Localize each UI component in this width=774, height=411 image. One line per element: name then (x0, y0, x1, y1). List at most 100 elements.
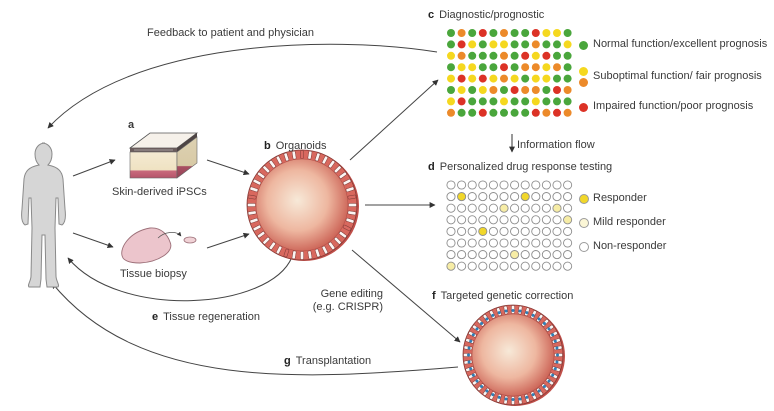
drug-well (531, 261, 541, 271)
diagnostic-well (542, 86, 551, 94)
diagnostic-well (510, 51, 519, 60)
diagnostic-dot-grid (447, 29, 572, 117)
drug-well (520, 203, 530, 213)
diagnostic-well (478, 51, 487, 60)
organoid-cell (342, 224, 352, 232)
diagnostic-well (531, 97, 540, 106)
drug-well (457, 226, 467, 236)
drug-well (510, 192, 520, 202)
diagnostic-well (521, 63, 530, 72)
diagnostic-well (468, 63, 477, 72)
drug-well (531, 192, 541, 202)
legend-swatch (579, 103, 588, 112)
diagnostic-well (563, 63, 572, 72)
diagnostic-well (542, 40, 551, 49)
organoid-cell (314, 152, 321, 162)
drug-well (499, 203, 509, 213)
organoid-to-diagnostic-arrow (349, 79, 439, 161)
drug-well (552, 203, 562, 213)
diagnostic-well (468, 51, 477, 60)
organoid-cell (247, 203, 256, 207)
diagnostic-well (468, 108, 477, 117)
transplantation-label: Transplantation (295, 355, 372, 367)
diagnostic-well (542, 108, 551, 117)
organoid-cell (328, 241, 336, 250)
drug-well (531, 180, 541, 190)
drug-well (446, 192, 456, 202)
diagnostic-well (563, 86, 572, 94)
diagnostic-well (489, 51, 498, 60)
diagnostic-well (563, 97, 572, 106)
organoid-cell (262, 165, 271, 174)
drug-well (457, 238, 467, 248)
diagnostic-well (447, 108, 455, 117)
drug-well (457, 215, 467, 225)
diagnostic-title: Diagnostic/prognostic (439, 9, 545, 21)
organoid-cell (333, 165, 342, 174)
diagnostic-well (457, 97, 466, 106)
drug-well (552, 215, 562, 225)
legend-swatch (579, 67, 588, 76)
drug-well (478, 238, 488, 248)
organoid-cell (249, 217, 259, 224)
organoid-cell (291, 150, 297, 160)
diagnostic-well (510, 29, 519, 37)
drug-well (478, 226, 488, 236)
diagnostic-well (510, 74, 519, 83)
diagnostic-well (553, 51, 561, 60)
organoid-cell (257, 231, 266, 239)
diagnostic-well (447, 40, 455, 49)
drug-well (520, 250, 530, 260)
organoid-cell (342, 178, 352, 186)
drug-well (478, 215, 488, 225)
drug-well (457, 180, 467, 190)
tissue-biopsy-label: Tissue biopsy (120, 268, 187, 280)
legend-label: Non-responder (593, 240, 667, 252)
diagnostic-well (478, 74, 487, 83)
diagnostic-well (521, 108, 530, 117)
diagnostic-well (500, 86, 508, 94)
organoid-cell (338, 231, 347, 239)
drug-well (467, 250, 477, 260)
legend-label: Suboptimal function/ fair prognosis (593, 70, 762, 82)
drug-well (488, 203, 498, 213)
drug-well (457, 192, 467, 202)
organoid-icon (246, 149, 359, 261)
transplantation-arrow (51, 282, 459, 376)
diagnostic-well (510, 86, 519, 94)
drug-well (531, 203, 541, 213)
skin-block-icon (128, 132, 199, 179)
diagnostic-well (542, 74, 551, 83)
drug-well (552, 238, 562, 248)
tissue-regeneration-arrow (67, 256, 293, 302)
diagnostic-well (553, 29, 561, 37)
drug-well (446, 250, 456, 260)
drug-well (446, 203, 456, 213)
legend-swatch (579, 194, 589, 204)
diagnostic-well (542, 63, 551, 72)
drug-well (446, 215, 456, 225)
drug-well (563, 261, 573, 271)
diagnostic-well (478, 108, 487, 117)
diagnostic-well (510, 63, 519, 72)
organoid-cell (328, 160, 336, 169)
drug-well (552, 226, 562, 236)
drug-well (499, 226, 509, 236)
diagnostic-well (478, 40, 487, 49)
panel-g-letter: g (284, 355, 291, 367)
gene-editing-label: Gene editing (e.g. CRISPR) (293, 288, 383, 314)
drug-well (467, 215, 477, 225)
drug-well (457, 203, 467, 213)
diagnostic-well (500, 108, 508, 117)
drug-well (520, 261, 530, 271)
organoid-cell (247, 210, 257, 216)
diagnostic-well (553, 86, 561, 94)
drug-well (552, 250, 562, 260)
drug-well (467, 226, 477, 236)
legend-swatch (579, 218, 589, 228)
drug-well (446, 180, 456, 190)
drug-well (541, 215, 551, 225)
organoid-cell (300, 150, 304, 159)
